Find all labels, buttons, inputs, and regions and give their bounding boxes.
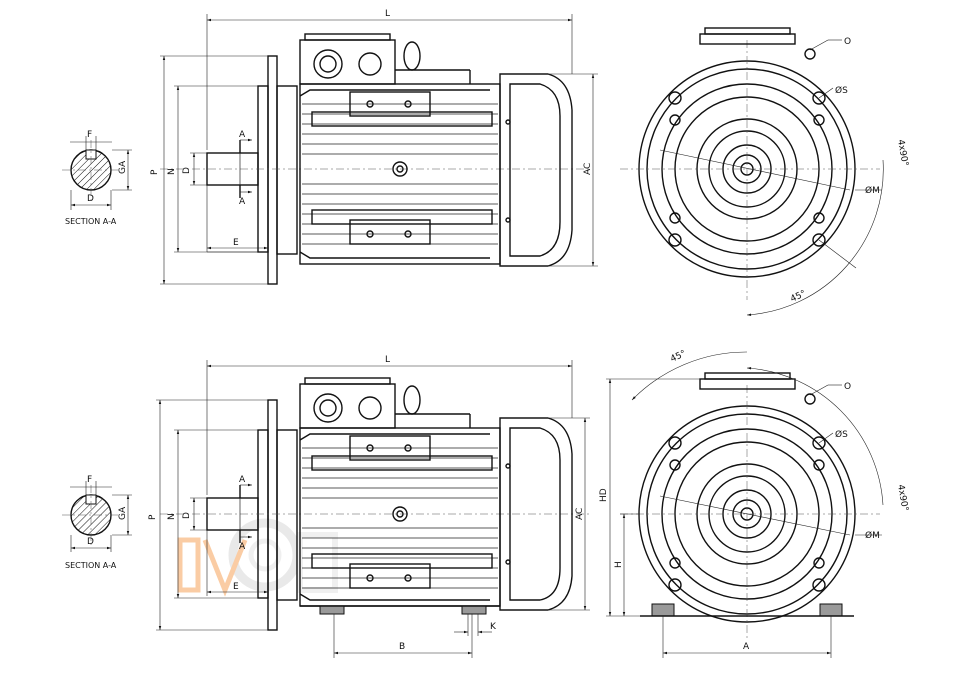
end-bottom-s-label: ØS	[835, 429, 848, 440]
dim-top-d-label: D	[182, 167, 192, 174]
dim-top-e-label: E	[233, 238, 239, 248]
dim-bottom-e-label: E	[233, 582, 239, 592]
dim-bottom-l-label: L	[385, 355, 390, 365]
dim-bottom-ac-label: AC	[575, 508, 585, 520]
section-aa-bottom: F GA D SECTION A-A	[62, 475, 132, 570]
end-view-top: O ØS ØM 4x90° 45°	[620, 27, 910, 316]
end-top-holes-label: 4x90°	[895, 139, 910, 167]
section-marker-bottom-a1: A	[239, 475, 246, 485]
section-bottom-f-label: F	[87, 475, 92, 485]
section-top-ga-label: GA	[118, 160, 128, 174]
end-bottom-a-label: A	[743, 642, 750, 652]
dim-bottom-p-label: P	[148, 514, 158, 520]
bottom-view: F GA D SECTION A-A	[62, 349, 910, 658]
dim-bottom-b-label: B	[399, 642, 405, 652]
end-bottom-holes-label: 4x90°	[895, 484, 910, 512]
end-bottom-m-label: ØM	[865, 530, 880, 541]
dim-top-n-label: N	[167, 168, 177, 175]
section-top-caption: SECTION A-A	[65, 217, 117, 226]
section-bottom-caption: SECTION A-A	[65, 561, 117, 570]
section-bottom-d-label: D	[87, 537, 94, 547]
side-view-bottom: L AC P N D E	[148, 355, 590, 658]
section-top-f-label: F	[87, 130, 92, 140]
dim-bottom-k-label: K	[490, 622, 497, 632]
dim-bottom-n-label: N	[167, 513, 177, 520]
end-top-m-label: ØM	[865, 185, 880, 196]
dim-top-ac-label: AC	[583, 163, 593, 175]
dim-bottom-d-label: D	[182, 512, 192, 519]
end-view-bottom: O ØS ØM 4x90° 45° HD H A	[599, 349, 910, 658]
top-view: F GA D SECTION A-A	[62, 9, 910, 316]
end-bottom-h-label: H	[614, 561, 624, 568]
section-marker-top-a1: A	[239, 130, 246, 140]
cooling-fins-top	[302, 103, 498, 245]
dim-top-p-label: P	[150, 169, 160, 175]
cooling-fins-bottom	[302, 447, 498, 589]
section-top-d-label: D	[87, 194, 94, 204]
side-view-top: L AC P N D E	[150, 9, 598, 285]
end-bottom-hd-label: HD	[599, 488, 609, 502]
end-bottom-angle-label: 45°	[669, 349, 688, 365]
end-top-angle-label: 45°	[789, 289, 808, 305]
section-bottom-ga-label: GA	[118, 506, 128, 520]
end-top-s-label: ØS	[835, 85, 848, 96]
section-marker-top-a2: A	[239, 197, 246, 207]
end-bottom-o-label: O	[844, 382, 851, 392]
section-aa-top: F GA D SECTION A-A	[62, 130, 132, 226]
dim-top-l-label: L	[385, 9, 390, 19]
section-marker-bottom-a2: A	[239, 542, 246, 552]
end-top-o-label: O	[844, 37, 851, 47]
